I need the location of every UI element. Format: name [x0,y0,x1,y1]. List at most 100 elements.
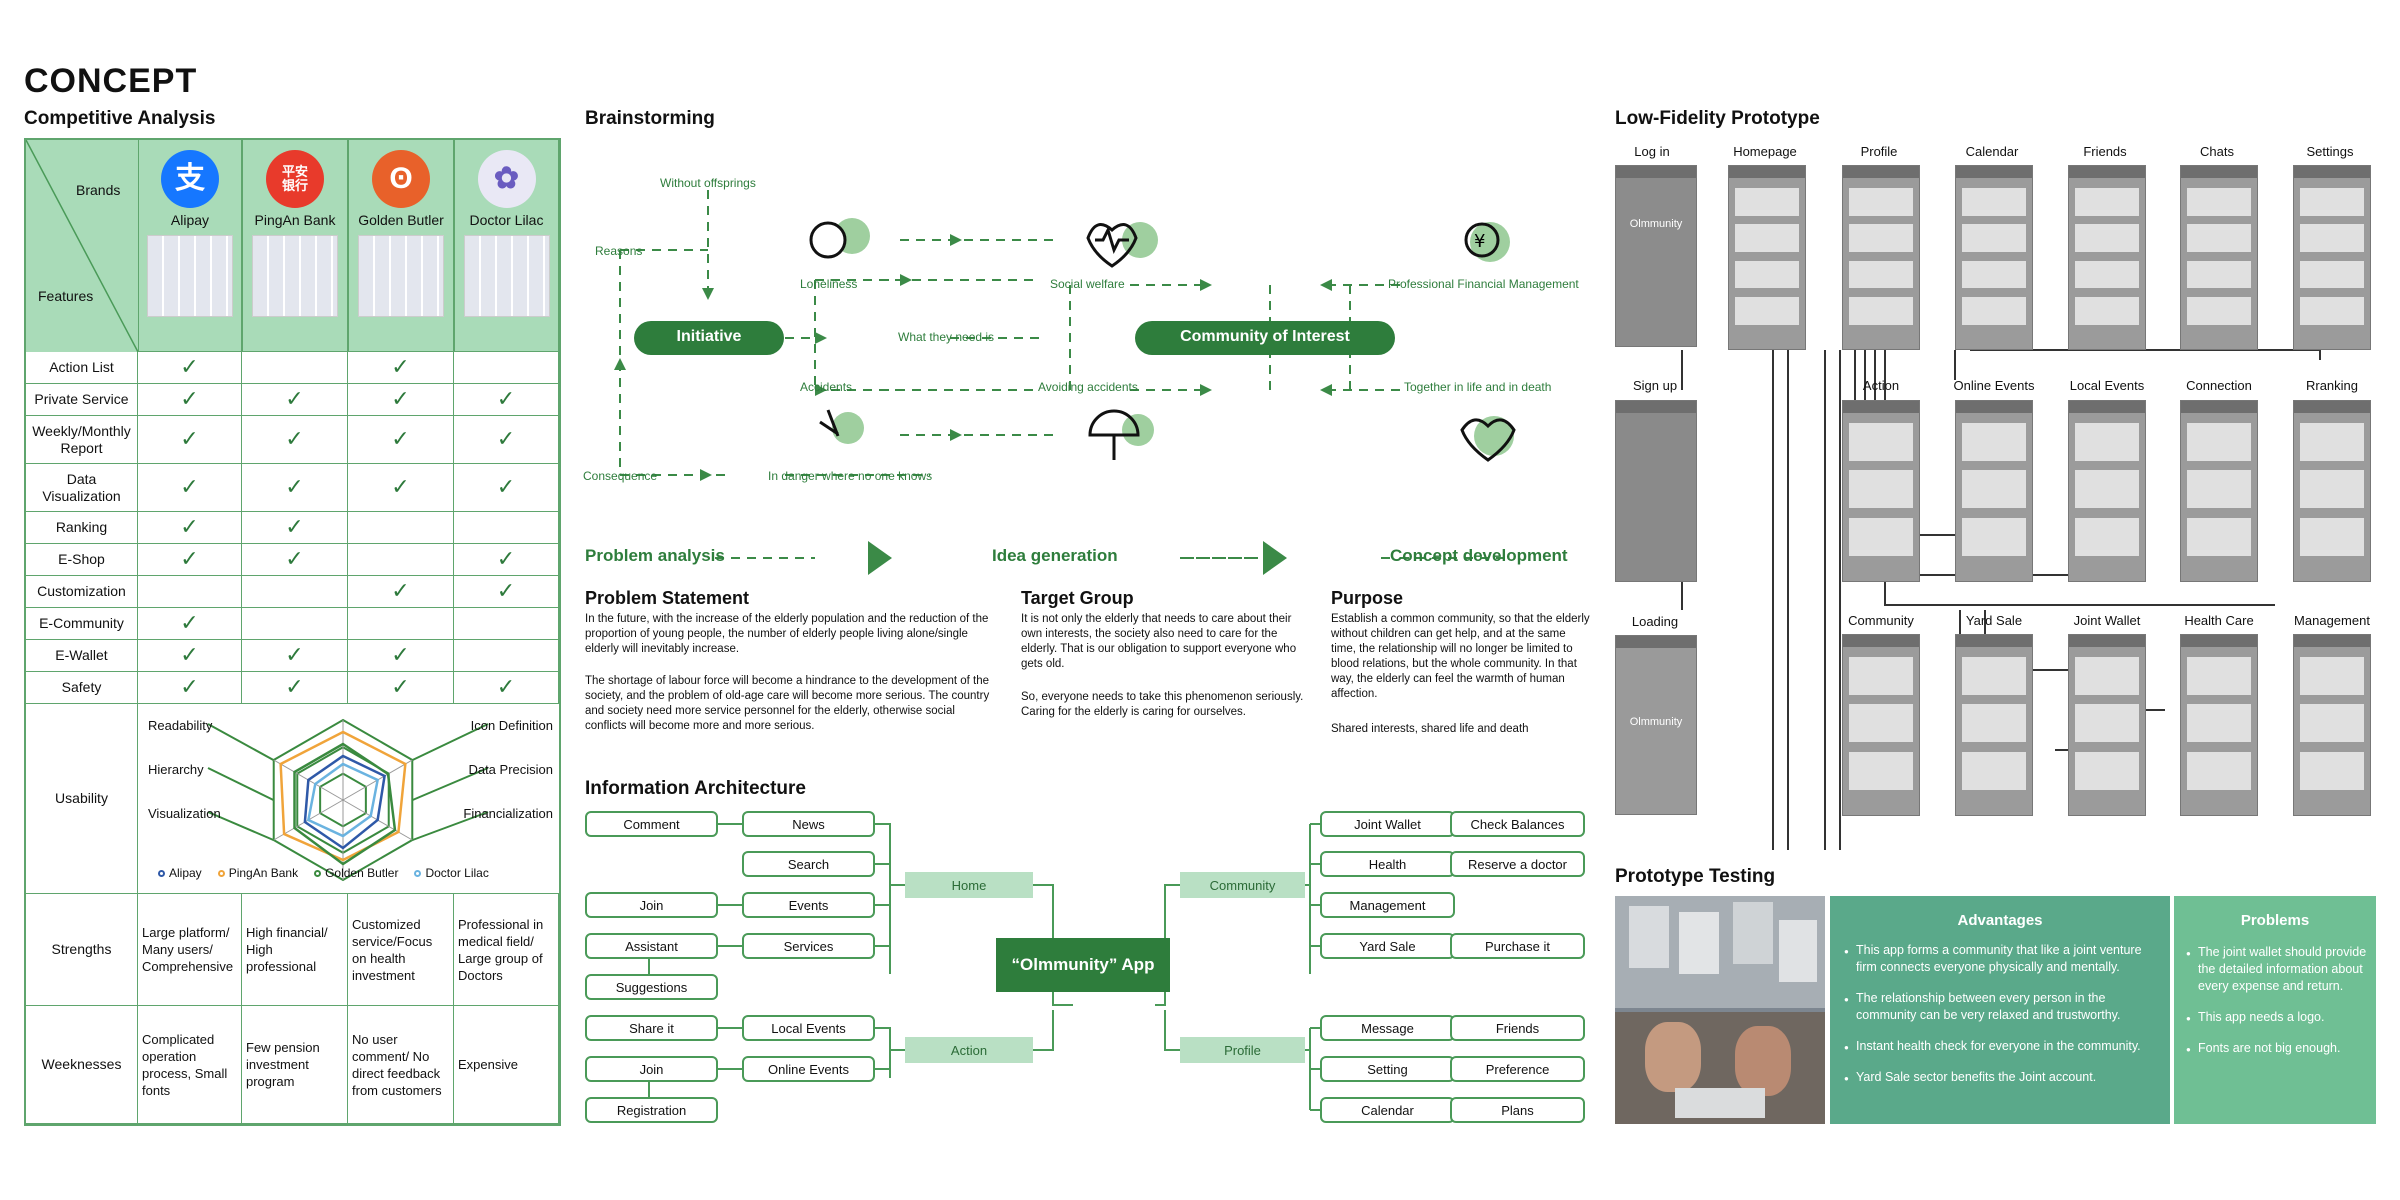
screen-block [1849,260,1913,289]
brand-column: ✿Doctor Lilac [454,140,559,352]
problems-panel: Problems The joint wallet should provide… [2174,896,2376,1124]
screen-block [1962,751,2026,790]
brand-name: Golden Butler [358,212,444,228]
golden-butler-screenshot [358,235,444,317]
screen-connection [2180,400,2258,582]
radar-leader [412,767,489,801]
strength-cell: Large platform/ Many users/ Comprehensiv… [138,894,242,1006]
screen-block [1849,657,1913,695]
screen-online-events [1955,400,2033,582]
feature-cell: ✓ [242,384,348,416]
screen-block [2075,517,2139,556]
strength-cell: Customized service/Focus on health inves… [348,894,454,1006]
screen-label: Friends [2083,144,2127,159]
status-bar [1956,166,2032,178]
screen-label: Settings [2306,144,2354,159]
radar-series-golden-butler [293,742,397,866]
screen-block [1962,657,2026,695]
feature-cell: ✓ [138,544,242,576]
advantages-title: Advantages [1957,912,2043,929]
status-bar [1843,166,1919,178]
ia-node: Purchase it [1450,933,1585,959]
ia-node: Services [742,933,875,959]
status-bar [2294,401,2370,413]
feature-cell: ✓ [348,672,454,704]
feature-label: Weekly/Monthly Report [26,416,138,464]
feature-cell: ✓ [454,416,559,464]
check-icon: ✓ [496,547,516,572]
screen-block [2075,224,2139,252]
radar-leader [207,767,274,801]
feature-cell: ✓ [138,608,242,640]
check-icon: ✓ [285,547,304,572]
screen-label: Action [1862,378,1900,393]
screen-block [1849,470,1913,509]
brainstorm-diagram: ¥ [614,190,1516,575]
weakness-cell: No user comment/ No direct feedback from… [348,1006,454,1124]
status-bar [2069,401,2145,413]
feature-cell: ✓ [138,464,242,512]
screen-block [2187,423,2251,461]
app-name: Olmmunity [1629,218,1683,230]
feature-cell: ✓ [242,672,348,704]
purpose-p2: Shared interests, shared life and death [1331,723,1529,735]
screen-label: Community [1848,613,1914,628]
legend-label: Doctor Lilac [425,866,489,880]
ia-node: Calendar [1320,1097,1455,1123]
screen-management [2293,634,2371,816]
legend-item: Alipay [158,866,202,880]
screen-label: Homepage [1733,144,1797,159]
ia-node: Registration [585,1097,718,1123]
screen-label: Yard Sale [1965,613,2023,628]
check-icon: ✓ [180,475,199,500]
feature-cell [242,352,348,384]
radar-leader [207,811,274,841]
feature-cell [348,512,454,544]
feature-label: Action List [26,352,138,384]
screen-block [2300,751,2364,790]
check-icon: ✓ [285,515,304,540]
status-bar [1956,401,2032,413]
legend-marker [414,869,422,877]
ia-node: Management [1320,892,1455,918]
feature-cell: ✓ [454,384,559,416]
legend-item: Doctor Lilac [414,866,489,880]
testing-photo [1615,896,1825,1124]
initiative-node: Initiative [676,328,742,345]
feature-label: E-Shop [26,544,138,576]
what-they-need: What they need is [898,330,995,344]
features-label: Features [38,288,94,304]
purpose-p1: Establish a common community, so that th… [1331,613,1590,700]
feature-cell: ✓ [242,640,348,672]
screen-local-events [2068,400,2146,582]
danger: In danger where no one knows [768,469,933,483]
screen-label: Management [2294,613,2370,628]
feature-label: E-Community [26,608,138,640]
problem-title: Problem Statement [585,588,750,608]
consequence: Consequence [583,469,658,483]
status-bar [2181,166,2257,178]
screen-block [2075,260,2139,289]
feature-cell: ✓ [242,464,348,512]
ia-node: Friends [1450,1015,1585,1041]
problem-p1: In the future, with the increase of the … [585,613,989,655]
ia-group-community: Community [1180,872,1305,898]
screen-label: Calendar [1965,144,2019,159]
screen-settings [2293,165,2371,350]
usability-label: Usability [26,704,138,894]
status-bar [1616,636,1696,648]
ia-node: News [742,811,875,837]
feature-cell [454,608,559,640]
flow-idea-generation: Idea generation [992,546,1118,565]
screen-label: Chats [2200,144,2234,159]
screen-block [1849,296,1913,325]
screen-block [2300,704,2364,743]
flow-problem-analysis: Problem analysis [585,546,725,565]
feature-cell: ✓ [454,464,559,512]
feature-cell: ✓ [348,352,454,384]
